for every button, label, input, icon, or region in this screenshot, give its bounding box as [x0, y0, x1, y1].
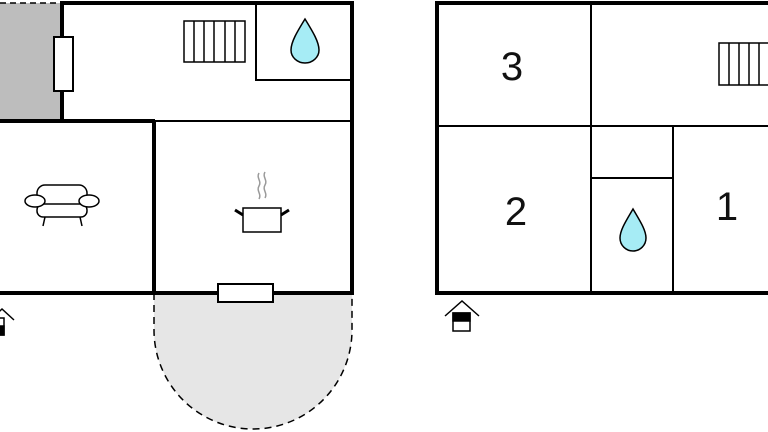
entrance-icon: [0, 307, 15, 336]
terrace: [153, 292, 353, 430]
sofa-icon: [24, 184, 100, 227]
bathroom-wall: [255, 3, 352, 81]
shaded-area: [0, 3, 62, 120]
window-icon: [217, 283, 274, 303]
cooking-pot-icon: [234, 171, 290, 233]
stairs-icon: [718, 42, 768, 86]
room-label-1: 1: [716, 185, 738, 229]
room-label-3: 3: [501, 45, 523, 89]
stairs-icon: [183, 20, 246, 63]
ground-floor-plan: [0, 1, 354, 430]
water-drop-icon: [619, 207, 647, 252]
entrance-icon: [444, 299, 480, 332]
door-icon: [53, 36, 74, 92]
room-label-2: 2: [505, 190, 527, 234]
upper-floor-plan: 3 2 1: [435, 1, 768, 332]
water-drop-icon: [290, 17, 320, 64]
